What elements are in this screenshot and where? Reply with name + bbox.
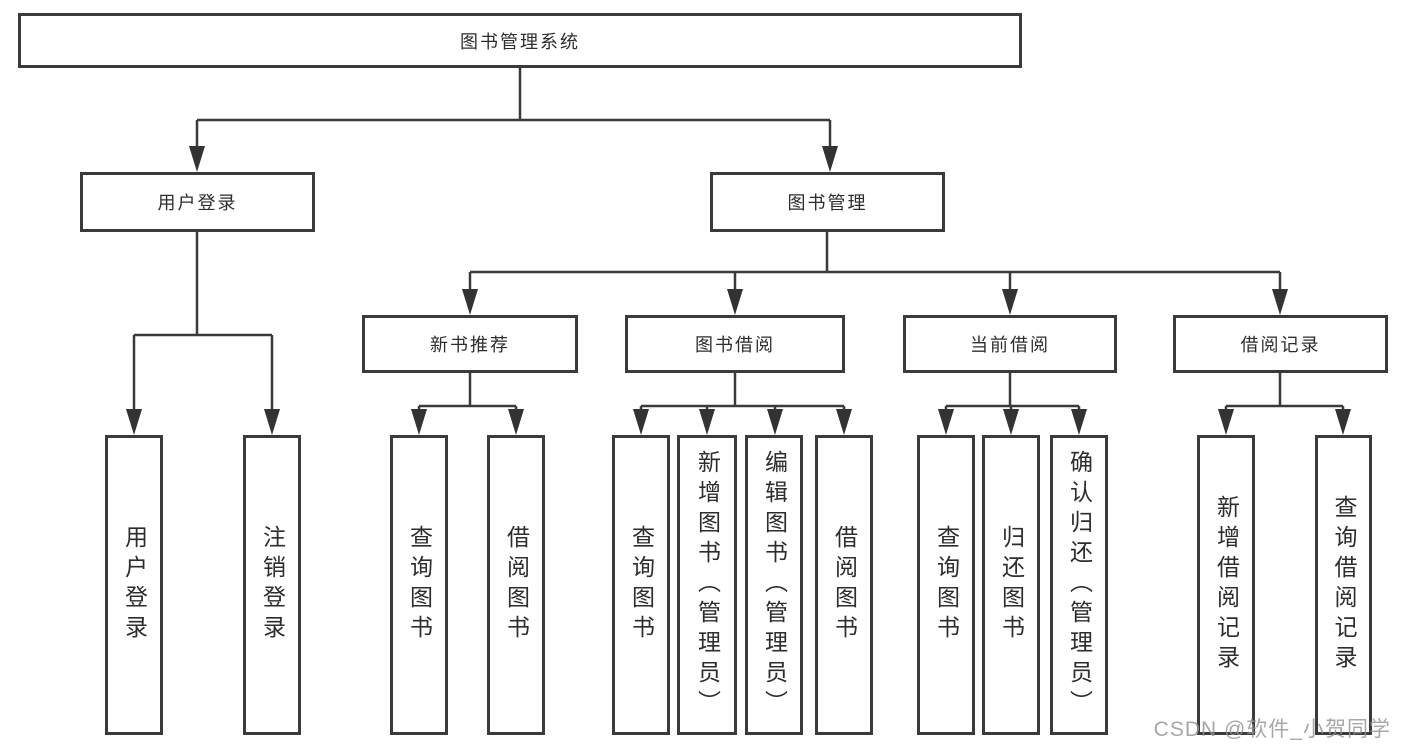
node-book-borrowing-label: 图书借阅 <box>695 335 775 355</box>
node-new-book-recommend-label: 新书推荐 <box>430 335 510 355</box>
leaf-return-books-label: 归还图书 <box>998 525 1025 645</box>
leaf-borrow-books-1: 借阅图书 <box>487 435 545 735</box>
leaf-logout-label: 注销登录 <box>259 525 286 645</box>
node-book-management: 图书管理 <box>710 172 945 232</box>
leaf-logout: 注销登录 <box>243 435 301 735</box>
leaf-query-borrow-record: 查询借阅记录 <box>1315 435 1372 735</box>
node-user-login-group: 用户登录 <box>80 172 315 232</box>
leaf-confirm-return-admin: 确认归还（管理员） <box>1050 435 1108 735</box>
leaf-add-books-admin: 新增图书（管理员） <box>677 435 737 735</box>
leaf-borrow-books-1-label: 借阅图书 <box>503 525 530 645</box>
node-new-book-recommend: 新书推荐 <box>362 315 578 373</box>
leaf-query-books-1-label: 查询图书 <box>406 525 433 645</box>
node-borrowing-records: 借阅记录 <box>1173 315 1388 373</box>
leaf-query-books-2-label: 查询图书 <box>628 525 655 645</box>
csdn-watermark: CSDN @软件_小贺同学 <box>1153 718 1391 741</box>
leaf-add-books-admin-label: 新增图书（管理员） <box>694 450 721 720</box>
leaf-query-books-3: 查询图书 <box>917 435 975 735</box>
leaf-confirm-return-admin-label: 确认归还（管理员） <box>1066 450 1093 720</box>
node-borrowing-records-label: 借阅记录 <box>1240 335 1321 355</box>
leaf-borrow-books-2: 借阅图书 <box>815 435 873 735</box>
node-user-login-group-label: 用户登录 <box>157 193 238 213</box>
leaf-user-login: 用户登录 <box>105 435 163 735</box>
leaf-add-borrow-record-label: 新增借阅记录 <box>1213 495 1240 675</box>
leaf-query-books-1: 查询图书 <box>390 435 448 735</box>
node-book-management-label: 图书管理 <box>787 193 868 213</box>
leaf-query-borrow-record-label: 查询借阅记录 <box>1331 495 1357 675</box>
node-library-system-label: 图书管理系统 <box>460 31 580 52</box>
leaf-query-books-3-label: 查询图书 <box>933 525 960 645</box>
node-current-borrowing: 当前借阅 <box>903 315 1117 373</box>
leaf-return-books: 归还图书 <box>982 435 1040 735</box>
node-library-system: 图书管理系统 <box>18 13 1022 68</box>
leaf-user-login-label: 用户登录 <box>121 525 148 645</box>
leaf-edit-books-admin: 编辑图书（管理员） <box>745 435 803 735</box>
leaf-borrow-books-2-label: 借阅图书 <box>831 525 858 645</box>
leaf-edit-books-admin-label: 编辑图书（管理员） <box>761 450 788 720</box>
leaf-query-books-2: 查询图书 <box>612 435 670 735</box>
node-book-borrowing: 图书借阅 <box>625 315 845 373</box>
leaf-add-borrow-record: 新增借阅记录 <box>1197 435 1255 735</box>
node-current-borrowing-label: 当前借阅 <box>970 335 1050 355</box>
